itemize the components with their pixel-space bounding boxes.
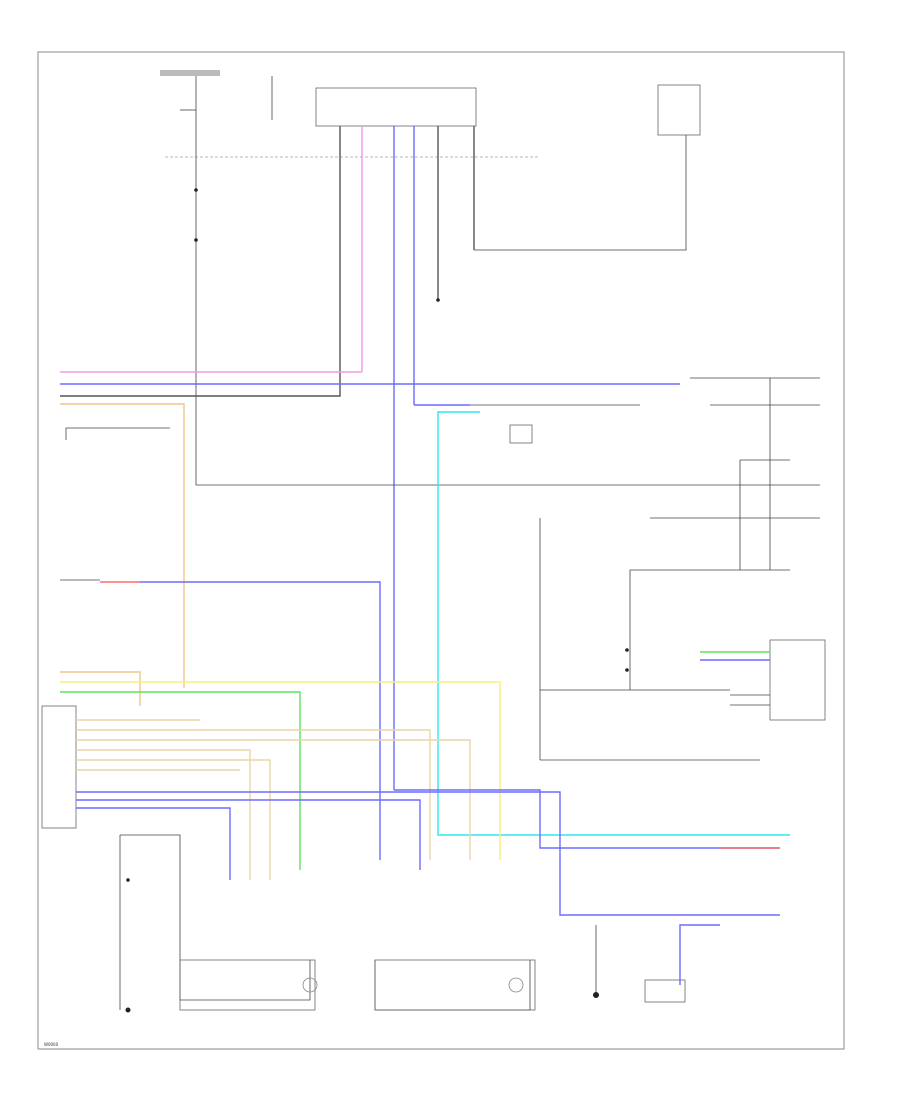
top-ecu-box [315, 87, 477, 127]
left-connector-bank [41, 671, 780, 916]
left-ecu-small [65, 427, 170, 440]
right-middle-modules [539, 518, 826, 849]
connector-dots [126, 188, 629, 882]
top-right-relay-box [657, 84, 701, 136]
diagram-border [37, 51, 845, 1050]
right-upper-module [470, 377, 820, 690]
left-bus [60, 371, 720, 688]
footer-code: W0000 [44, 1042, 59, 1047]
top-fuse-block [160, 70, 273, 485]
bottom-assemblies [119, 834, 720, 1013]
wire-cyan [437, 411, 790, 836]
wire-ground-right [474, 135, 687, 251]
top-wires [339, 126, 687, 790]
mid-left-sensor [60, 579, 381, 790]
